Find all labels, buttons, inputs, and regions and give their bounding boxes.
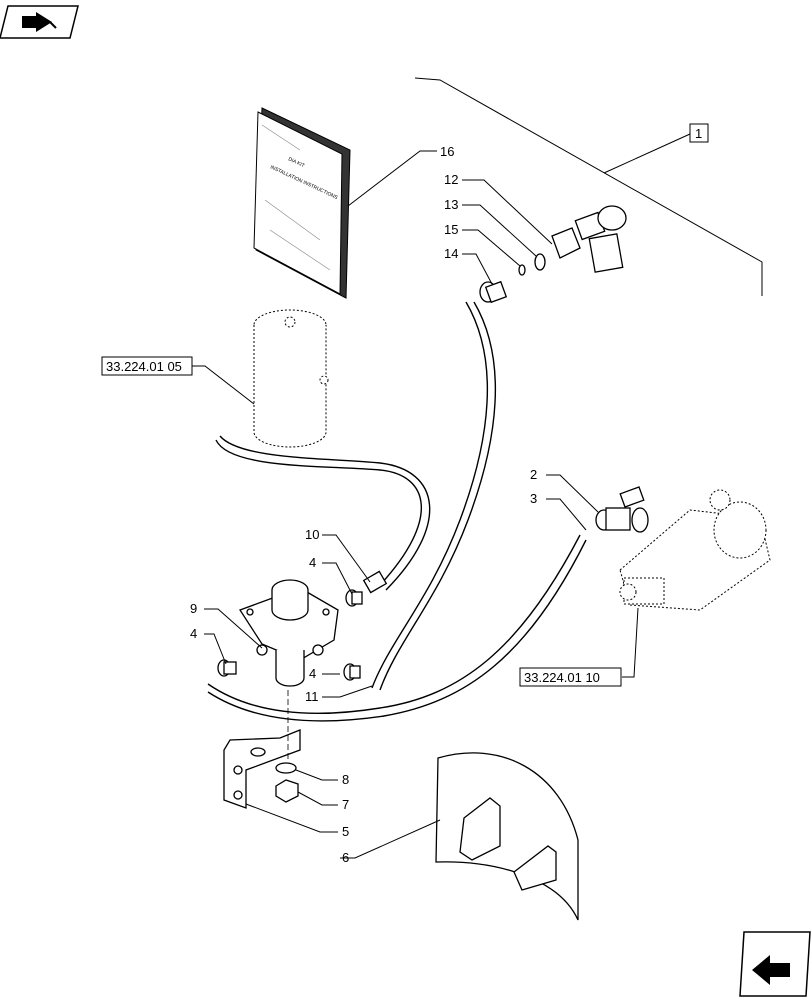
callout-13: 13 [444, 197, 458, 212]
ref-box-tank[interactable]: 33.224.01 05 [101, 356, 193, 376]
previous-page-nav-icon[interactable] [0, 5, 79, 39]
mounting-bracket-5 [223, 729, 301, 809]
callout-3: 3 [530, 491, 537, 506]
oring-15 [518, 264, 526, 276]
hose-fitting-10 [362, 570, 388, 594]
nut-7 [275, 779, 299, 803]
callout-1: 1 [695, 126, 702, 141]
hose-tank-to-valve [215, 435, 431, 591]
hose-top-to-valve [371, 301, 497, 691]
tee-fitting-2 [595, 486, 649, 533]
next-page-nav-icon[interactable] [739, 931, 811, 997]
callout-16: 16 [440, 144, 454, 159]
washer-13 [534, 253, 546, 271]
callout-10: 10 [305, 527, 319, 542]
callout-7: 7 [342, 797, 349, 812]
callout-9: 9 [190, 601, 197, 616]
fitting-4-left [217, 659, 237, 677]
fender-panel-6 [435, 752, 579, 921]
installation-instructions-manual: DIA KIT INSTALLATION INSTRUCTIONS [253, 107, 351, 299]
fitting-4-right [343, 663, 361, 681]
callout-4b: 4 [190, 626, 197, 641]
callout-12: 12 [444, 172, 458, 187]
ref-box-brake-valve[interactable]: 33.224.01 10 [519, 667, 622, 687]
callout-4c: 4 [309, 666, 316, 681]
callout-1-box: 1 [689, 123, 709, 143]
callout-2: 2 [530, 467, 537, 482]
callout-8: 8 [342, 772, 349, 787]
washer-8 [275, 762, 297, 774]
air-tank-reference-part [253, 309, 329, 448]
fitting-12 [551, 205, 627, 273]
assembly-bracket [414, 77, 763, 296]
ref-brake-valve-label: 33.224.01 10 [524, 670, 600, 685]
leader-lines [192, 150, 639, 859]
hose-valve-to-brake [207, 534, 587, 722]
brake-valve-reference-part [619, 489, 771, 611]
callout-6: 6 [342, 850, 349, 865]
valve-body [239, 579, 339, 687]
callout-11: 11 [305, 689, 319, 704]
callout-14: 14 [444, 246, 458, 261]
callout-4a: 4 [309, 555, 316, 570]
fitting-14 [479, 280, 508, 304]
callout-5: 5 [342, 824, 349, 839]
fitting-4-upper [345, 589, 363, 607]
ref-tank-label: 33.224.01 05 [106, 359, 182, 374]
callout-15: 15 [444, 222, 458, 237]
